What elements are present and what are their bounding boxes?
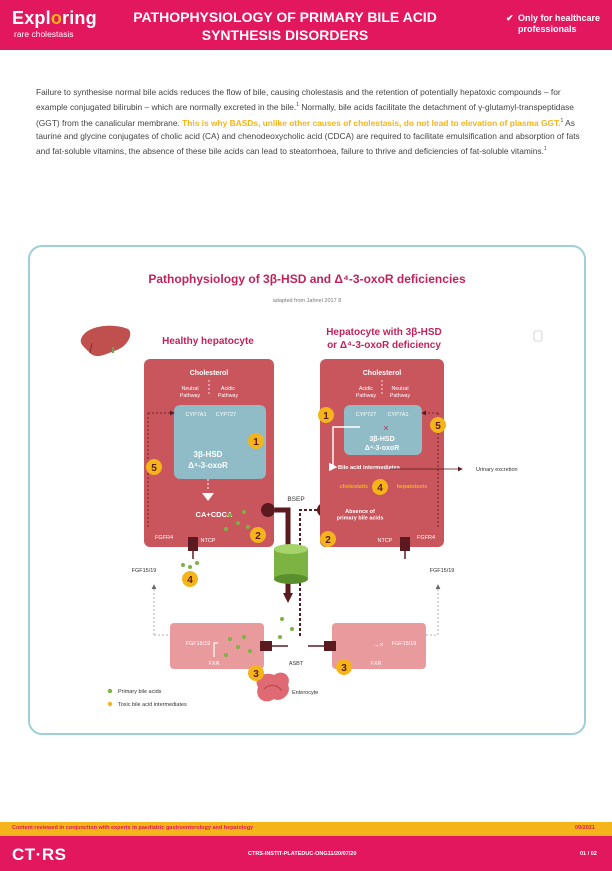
cyp7a1-label-left: CYP7A1 [185,412,206,418]
page-title: PATHOPHYSIOLOGY OF PRIMARY BILE ACID SYN… [133,9,437,43]
page-number: 01 / 02 [580,851,597,857]
fxr-label-left: FXR [209,661,220,667]
page-header: Exploring rare cholestasis PATHOPHYSIOLO… [0,0,612,50]
svg-text:1: 1 [253,437,259,448]
urinary-excretion-label: Urinary excretion [476,467,518,473]
figure-subtitle: adapted from Jahnel 2017 8 [273,298,342,304]
step-badge-3-right: 3 [336,659,352,675]
fgf-label-left-side: FGF15/19 [132,568,157,574]
fxr-cross-icon: →× [372,642,383,649]
oxor-label-right: Δ⁴-3-oxoR [365,445,400,452]
ctrs-logo[interactable]: CT·RS [12,845,67,864]
svg-text:3: 3 [341,663,347,674]
hepatotoxic-label: hepatotoxic [397,484,428,490]
asbt-transporter-left [260,641,288,651]
fxr-label-right: FXR [371,661,382,667]
enzyme-box-right [344,405,422,455]
svg-text:1: 1 [323,411,329,422]
enterocyte-right: FGF15/19 →× FXR [332,623,426,669]
figure-title: Pathophysiology of 3β-HSD and Δ⁴-3-oxoR … [148,272,466,286]
fgfr4-label-right: FGFR4 [417,535,435,541]
ntcp-label-right: NTCP [378,538,393,544]
check-icon: ✔ [506,13,514,23]
cyp727-label-right: CYP727 [356,412,377,418]
legend: Primary bile acids Toxic bile acid inter… [107,688,187,708]
step-badge-1-right: 1 [318,407,334,423]
cyp727-label-left: CYP727 [216,412,237,418]
step-badge-5-right: 5 [430,417,446,433]
footer-review-band [0,822,612,836]
step-badge-5-left: 5 [146,459,162,475]
liver-icon [80,325,131,357]
hsd-label-left: 3β-HSD [194,450,223,459]
cholestatic-label: cholestatic [340,484,369,490]
cholesterol-label-left: Cholesterol [190,370,229,377]
ca-cdca-label: CA+CDCA [196,510,233,519]
cholesterol-label-right: Cholesterol [363,370,402,377]
enzyme-box-left [174,405,266,479]
deficient-hepatocyte-title-2: or Δ⁴-3-oxoR deficiency [327,340,441,351]
cross-mark-icon: × [383,423,388,433]
bsep-label: BSEP [287,496,304,503]
help-icon[interactable] [533,330,543,342]
ntcp-transporter-left [181,537,199,569]
legend-toxic-intermediates: Toxic bile acid intermediates [118,702,187,708]
fgf-label-enterocyte-right: FGF15/19 [392,641,417,647]
asbt-label: ASBT [289,661,304,667]
page-footer: CT·RS CTRS-INSTIT-PLATEDUC-ONG11/20/07/2… [0,836,612,871]
step-badge-3-left: 3 [248,665,264,681]
svg-text:5: 5 [151,463,157,474]
pathophysiology-diagram: Pathophysiology of 3β-HSD and Δ⁴-3-oxoR … [80,272,543,708]
svg-text:2: 2 [255,531,261,542]
deficient-hepatocyte-title-1: Hepatocyte with 3β-HSD [326,327,442,338]
ntcp-label-left: NTCP [201,538,216,544]
svg-text:5: 5 [435,421,441,432]
svg-text:2: 2 [325,535,331,546]
figure-panel: Pathophysiology of 3β-HSD and Δ⁴-3-oxoR … [28,245,586,735]
healthy-hepatocyte-title: Healthy hepatocyte [162,336,254,347]
logo-wordmark: Exploring [12,8,97,28]
step-badge-2-left: 2 [250,527,266,543]
asbt-transporter-right [308,641,336,651]
fgf-label-enterocyte-left: FGF15/19 [186,641,211,647]
cyp7a1-label-right: CYP7A1 [387,412,408,418]
document-code: CTRS-INSTIT-PLATEDUC-ONG11/20/07/20 [248,851,357,857]
logo-tagline: rare cholestasis [14,29,74,39]
step-badge-2-right: 2 [320,531,336,547]
bile-acid-intermediates-label: Bile acid intermediates [338,465,400,471]
enterocyte-label: Enterocyte [292,690,318,696]
footer-review-note: Content reviewed in conjunction with exp… [12,825,254,831]
step-badge-1-left: 1 [248,433,264,449]
svg-text:3: 3 [253,669,259,680]
fgfr4-label-left: FGFR4 [155,535,173,541]
svg-text:4: 4 [187,575,193,586]
ggt-highlight: This is why BASDs, unlike other causes o… [182,117,561,128]
step-badge-4-left: 4 [182,571,198,587]
hsd-label-right: 3β-HSD [369,436,394,443]
gallbladder-cylinder [274,544,308,584]
ntcp-transporter-right [400,537,410,551]
exploring-logo[interactable]: Exploring rare cholestasis [12,8,112,44]
enterocyte-left: FGF15/19 FXR [170,623,264,669]
step-badge-4-right: 4 [372,479,388,495]
fgf-label-right-side: FGF15/19 [430,568,455,574]
legend-primary-bile-acids: Primary bile acids [118,689,162,695]
footer-date: 09/2021 [575,825,595,831]
intestine-icon [256,672,289,702]
intro-paragraph: Failure to synthesise normal bile acids … [36,87,580,157]
oxor-label-left: Δ⁴-3-oxoR [188,461,228,470]
svg-text:4: 4 [377,483,383,494]
